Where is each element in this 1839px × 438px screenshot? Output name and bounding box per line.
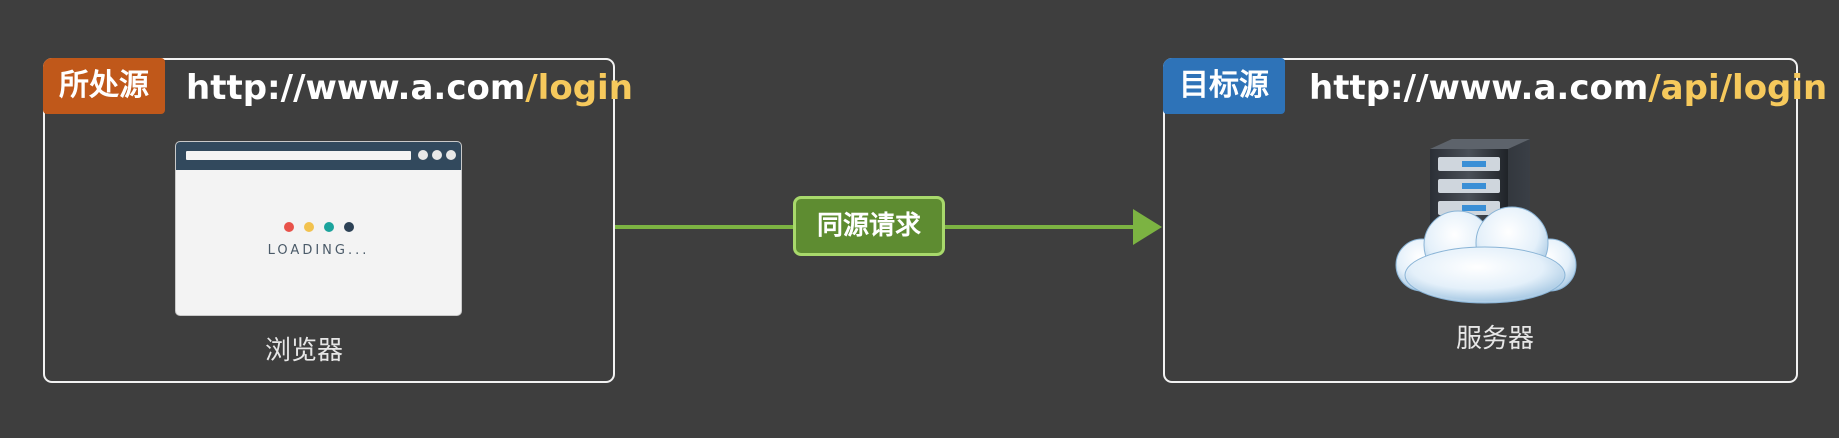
browser-minimize-icon xyxy=(418,150,428,160)
source-origin-box: 所处源 http://www.a.com/login LOADING... 浏览… xyxy=(43,58,633,383)
server-cloud-icon xyxy=(1390,137,1580,321)
source-url-host: http://www.a.com xyxy=(186,68,526,108)
browser-address-bar xyxy=(186,151,411,160)
source-origin-tag: 所处源 xyxy=(43,58,165,114)
source-url-path: /login xyxy=(525,68,633,108)
loading-dot xyxy=(324,222,334,232)
target-origin-box: 目标源 http://www.a.com/api/login xyxy=(1163,58,1827,383)
target-url-host: http://www.a.com xyxy=(1309,68,1649,108)
target-origin-tag: 目标源 xyxy=(1163,58,1285,114)
target-url-path: /api/login xyxy=(1648,68,1828,108)
browser-title-bar xyxy=(176,142,461,170)
browser-maximize-icon xyxy=(432,150,442,160)
browser-window-icon: LOADING... xyxy=(175,141,462,316)
server-caption: 服务器 xyxy=(1456,324,1535,354)
loading-text: LOADING... xyxy=(267,243,370,258)
loading-dot xyxy=(284,222,294,232)
browser-caption: 浏览器 xyxy=(265,336,344,366)
loading-dot xyxy=(304,222,314,232)
source-url: http://www.a.com/login xyxy=(186,62,633,114)
same-origin-request-badge: 同源请求 xyxy=(793,196,945,256)
browser-close-icon xyxy=(446,150,456,160)
loading-dot xyxy=(344,222,354,232)
target-url: http://www.a.com/api/login xyxy=(1309,62,1827,114)
